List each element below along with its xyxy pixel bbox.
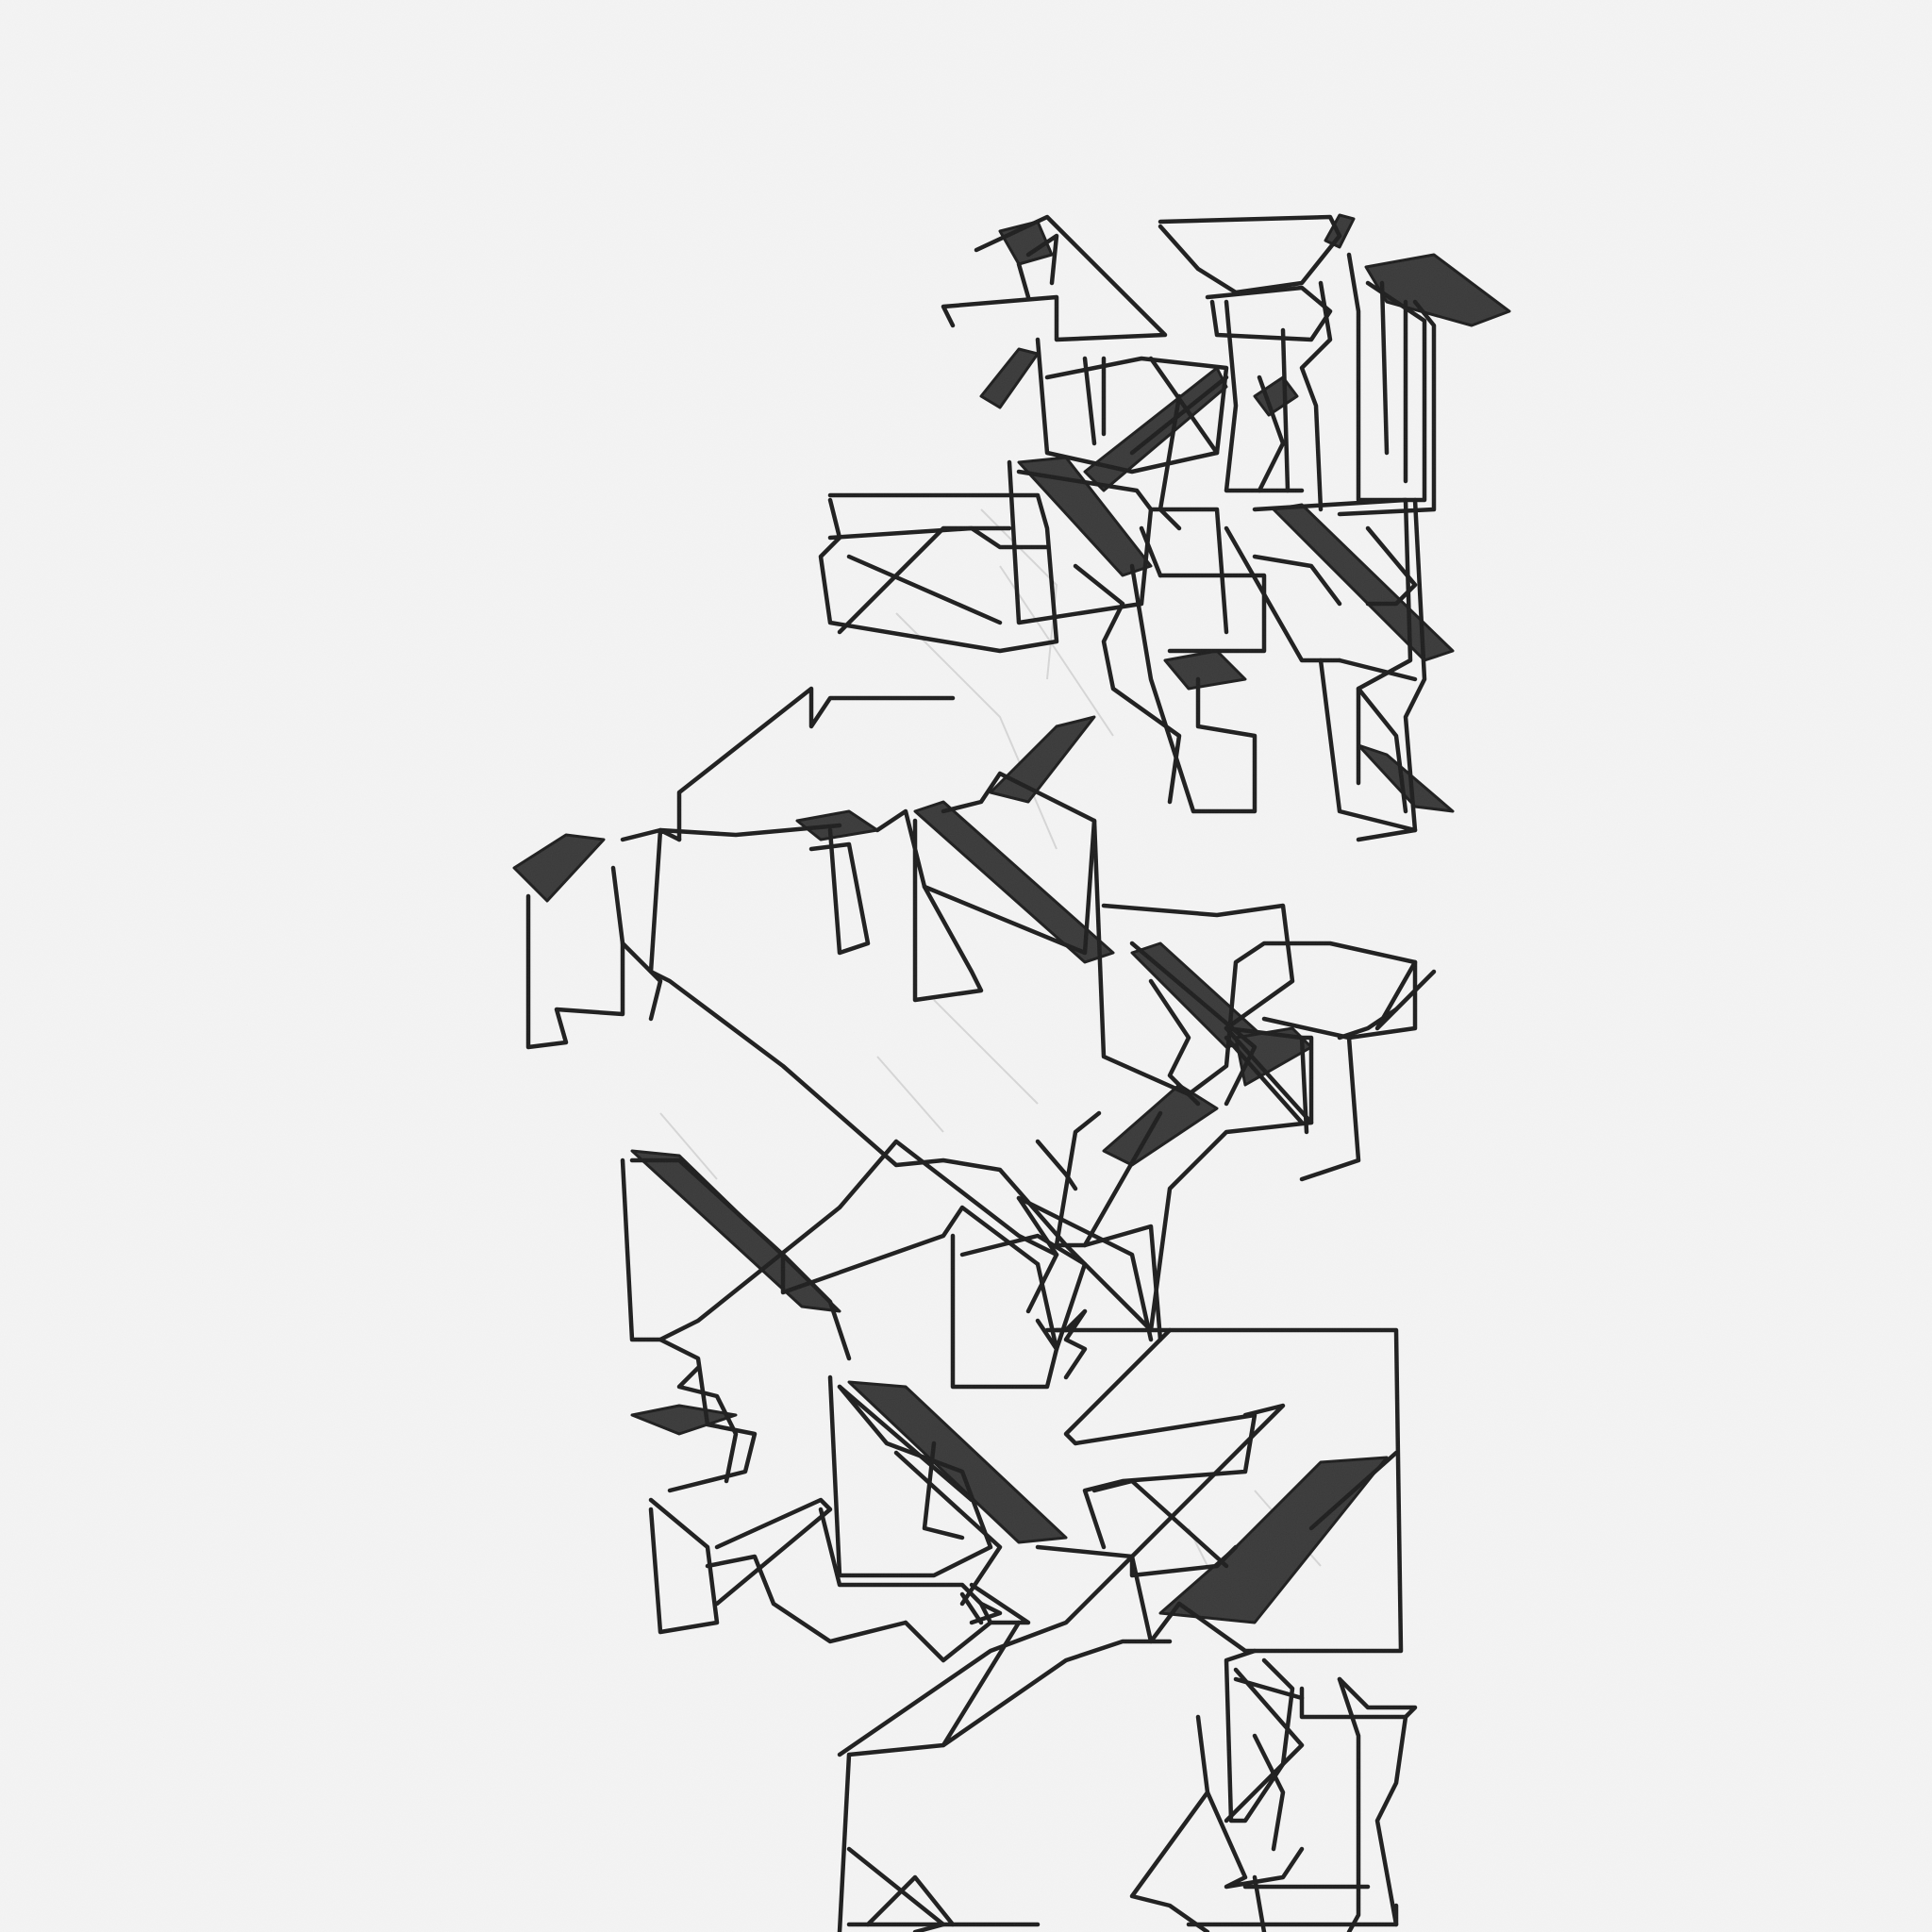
filled-blocks xyxy=(512,213,1511,1624)
ink-linework xyxy=(525,214,1437,1932)
